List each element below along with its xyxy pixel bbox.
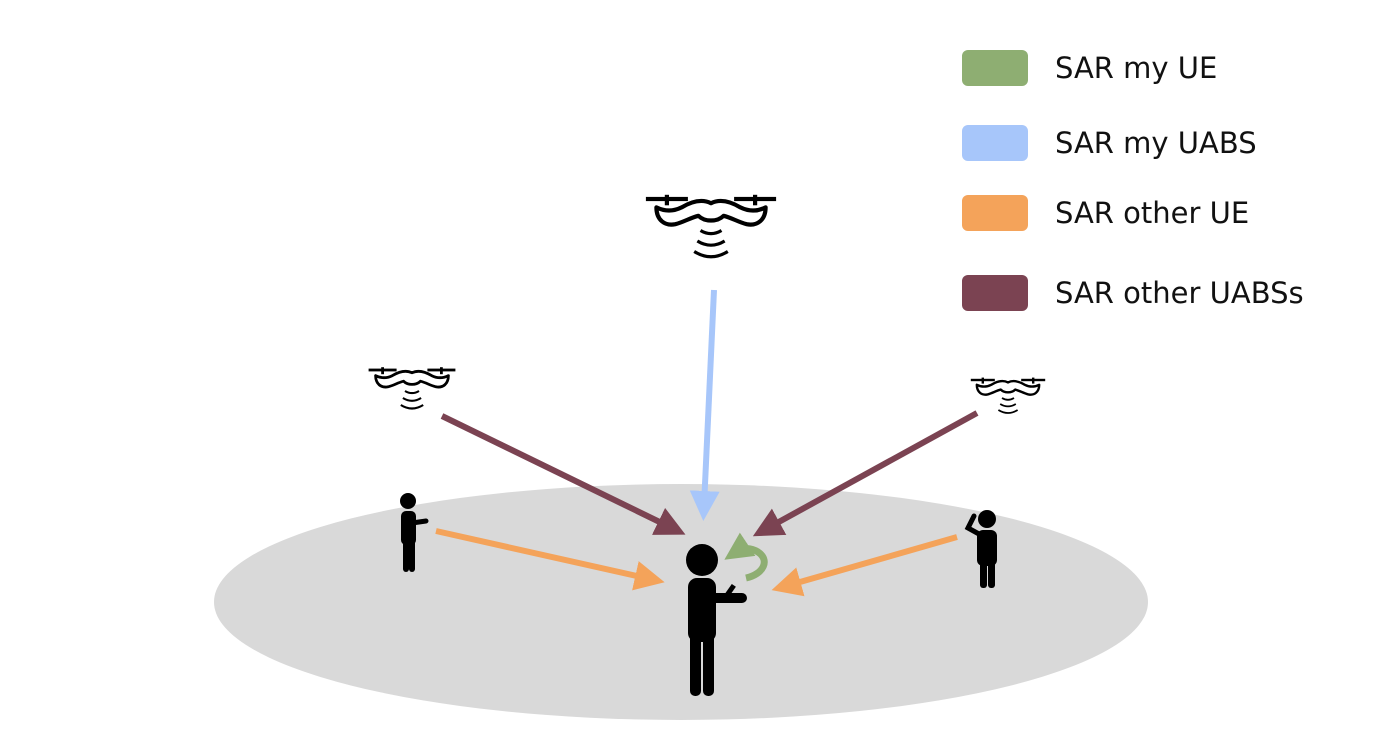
- legend-label-other-uabss: SAR other UABSs: [1055, 276, 1304, 310]
- right-ue-person-icon: [964, 510, 997, 588]
- legend-swatch-other-uabss: [962, 275, 1028, 311]
- legend-label-my-uabs: SAR my UABS: [1055, 126, 1257, 160]
- arrow-other-uabs-right: [752, 410, 979, 537]
- left-uabs-drone-icon: [367, 365, 457, 410]
- my-uabs-drone-icon: [646, 195, 776, 257]
- legend-label-other-ue: SAR other UE: [1055, 196, 1250, 230]
- right-uabs-drone-icon: [969, 376, 1047, 415]
- arrow-other-ue-left: [435, 528, 665, 591]
- arrow-other-uabs-left: [440, 413, 686, 535]
- legend-swatch-my-uabs: [962, 125, 1028, 161]
- arrow-my-uabs: [689, 289, 720, 521]
- my-ue-person-icon: [686, 544, 747, 696]
- arrow-other-ue-right: [771, 534, 958, 597]
- legend-label-my-ue: SAR my UE: [1055, 51, 1218, 85]
- arrow-my-ue-loop: [724, 532, 768, 582]
- legend-item-other-ue: SAR other UE: [962, 194, 1249, 232]
- legend-item-my-ue: SAR my UE: [962, 49, 1217, 87]
- legend-item-other-uabss: SAR other UABSs: [962, 274, 1304, 312]
- legend-item-my-uabs: SAR my UABS: [962, 124, 1257, 162]
- legend-swatch-other-ue: [962, 195, 1028, 231]
- legend-swatch-my-ue: [962, 50, 1028, 86]
- coverage-area: [214, 484, 1148, 720]
- left-ue-person-icon: [400, 493, 429, 572]
